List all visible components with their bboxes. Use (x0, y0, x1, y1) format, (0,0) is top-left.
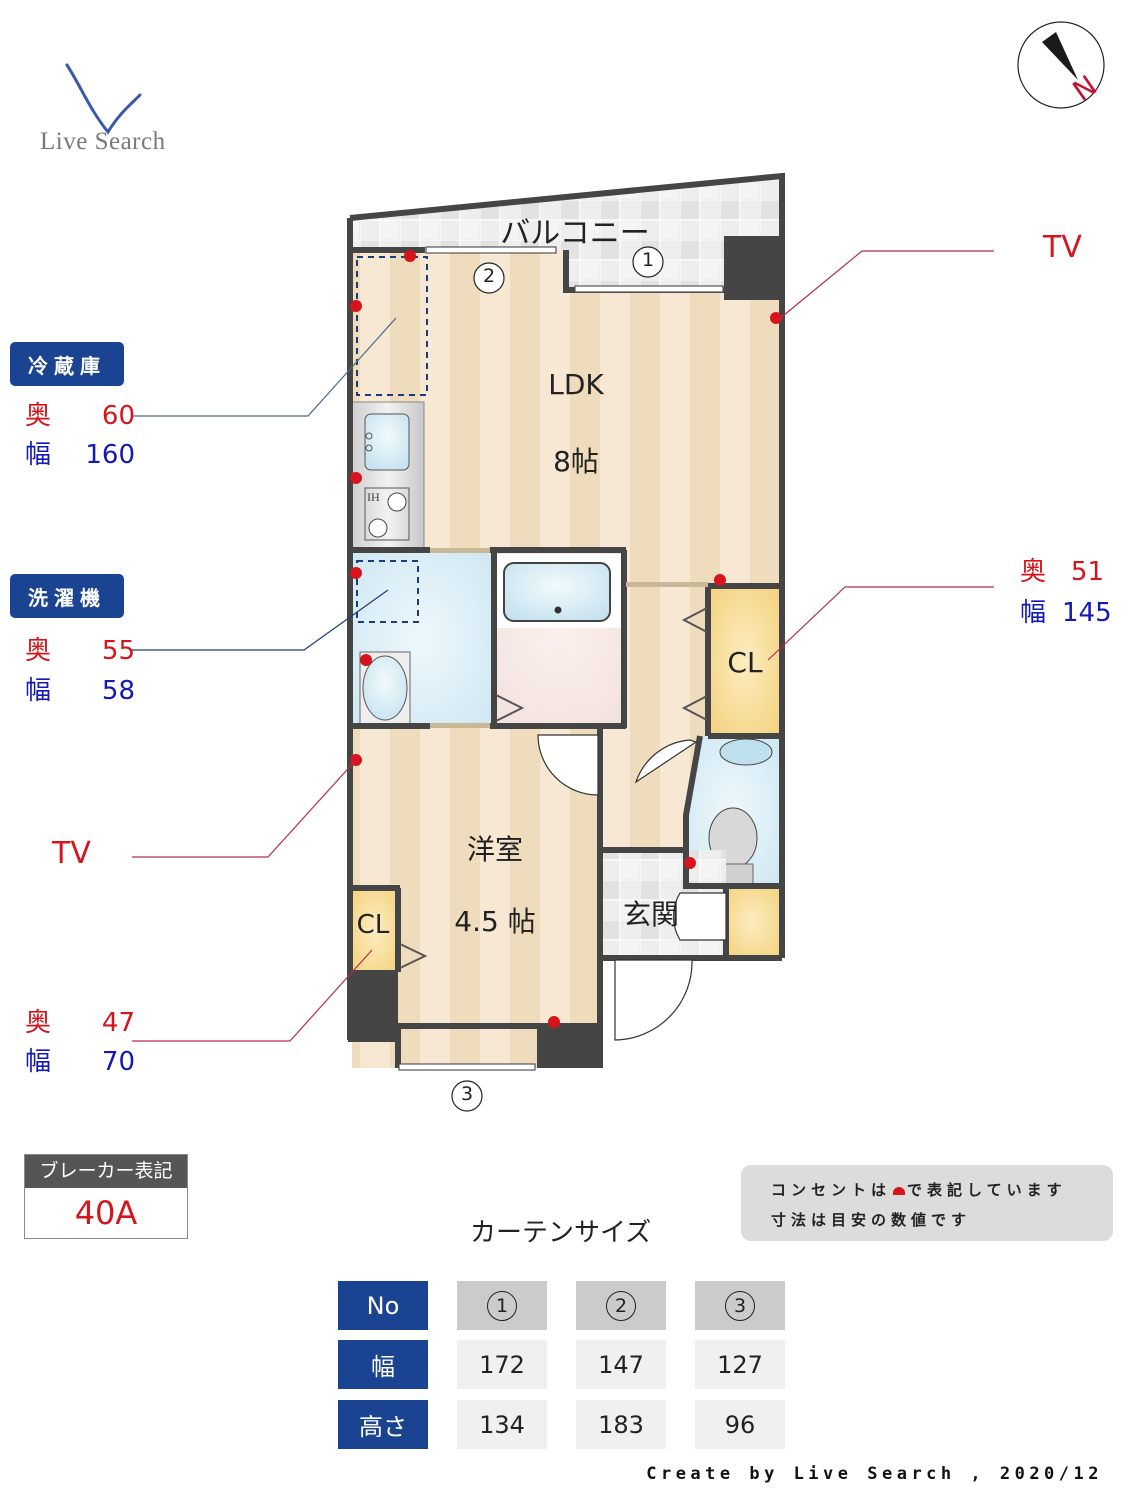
width-value: 145 (1062, 598, 1112, 628)
western-room-label: 洋室 (466, 833, 523, 866)
curtain-title: カーテンサイズ (470, 1218, 652, 1248)
col-1-no: 1 (457, 1281, 547, 1330)
row-header-no: No (338, 1281, 428, 1330)
row-header-width: 幅 (338, 1340, 428, 1389)
fridge-tag: 冷蔵庫 (10, 342, 124, 386)
col-3-height: 96 (695, 1400, 785, 1449)
col-3-no: 3 (695, 1281, 785, 1330)
depth-label: 奥 (25, 636, 52, 666)
fridge-width: 幅 160 (25, 434, 135, 471)
depth-value: 47 (101, 1008, 135, 1038)
compass: N (1016, 20, 1106, 110)
width-value: 160 (85, 440, 135, 470)
balcony-label: バルコニー (500, 216, 650, 251)
width-value: 58 (101, 676, 135, 706)
depth-label: 奥 (25, 401, 52, 431)
washer-width: 幅 58 (25, 670, 135, 707)
col-3-width: 127 (695, 1340, 785, 1389)
breaker-header: ブレーカー表記 (25, 1155, 187, 1188)
closet-right-depth: 奥 51 (1020, 551, 1104, 588)
depth-value: 55 (101, 636, 135, 666)
washer-tag: 洗濯機 (10, 574, 124, 618)
width-label: 幅 (25, 676, 52, 706)
outlet-icon (893, 1186, 906, 1195)
legend-note: コンセントはで表記しています 寸法は目安の数値です (741, 1165, 1113, 1241)
tv-right-label: TV (1043, 230, 1082, 265)
breaker-value: 40A (25, 1188, 187, 1238)
closet-left-width: 幅 70 (25, 1041, 135, 1078)
col-2-width: 147 (576, 1340, 666, 1389)
closet-left-depth: 奥 47 (25, 1002, 135, 1039)
window-marker-3: 3 (460, 1083, 474, 1105)
closet-right-label: CL (727, 646, 763, 679)
compass-north-icon: N (1017, 21, 1105, 109)
breaker-box: ブレーカー表記 40A (24, 1154, 188, 1239)
window-marker-1: 1 (641, 249, 655, 271)
depth-label: 奥 (1020, 557, 1047, 587)
ldk-label: LDK (548, 368, 604, 401)
col-2-no: 2 (576, 1281, 666, 1330)
ldk-size: 8帖 (553, 445, 599, 478)
depth-label: 奥 (25, 1008, 52, 1038)
width-label: 幅 (1020, 598, 1047, 628)
width-label: 幅 (25, 1047, 52, 1077)
row-header-height: 高さ (338, 1400, 428, 1449)
window-marker-2: 2 (482, 265, 496, 287)
depth-value: 51 (1070, 557, 1104, 587)
closet-left-label: CL (356, 910, 390, 940)
note-line-1: コンセントはで表記しています (771, 1181, 1067, 1199)
washer-depth: 奥 55 (25, 630, 135, 667)
width-value: 70 (101, 1047, 135, 1077)
svg-text:IH: IH (367, 490, 380, 504)
col-1-width: 172 (457, 1340, 547, 1389)
logo-check-icon (65, 63, 142, 135)
col-1-height: 134 (457, 1400, 547, 1449)
footer-credit: Create by Live Search , 2020/12 (646, 1464, 1103, 1484)
logo-text: Live Search (40, 128, 166, 155)
floor-plan: IH (132, 172, 994, 1112)
fridge-depth: 奥 60 (25, 395, 135, 432)
logo (60, 60, 150, 135)
tv-left-label: TV (52, 836, 91, 871)
entrance-label: 玄関 (622, 898, 679, 931)
col-2-height: 183 (576, 1400, 666, 1449)
note-line-2: 寸法は目安の数値です (771, 1211, 972, 1229)
depth-value: 60 (101, 401, 135, 431)
western-room-size: 4.5 帖 (454, 905, 536, 938)
width-label: 幅 (25, 440, 52, 470)
closet-right-width: 幅 145 (1020, 592, 1112, 629)
floor-plan-drawing: IH (132, 172, 994, 1112)
